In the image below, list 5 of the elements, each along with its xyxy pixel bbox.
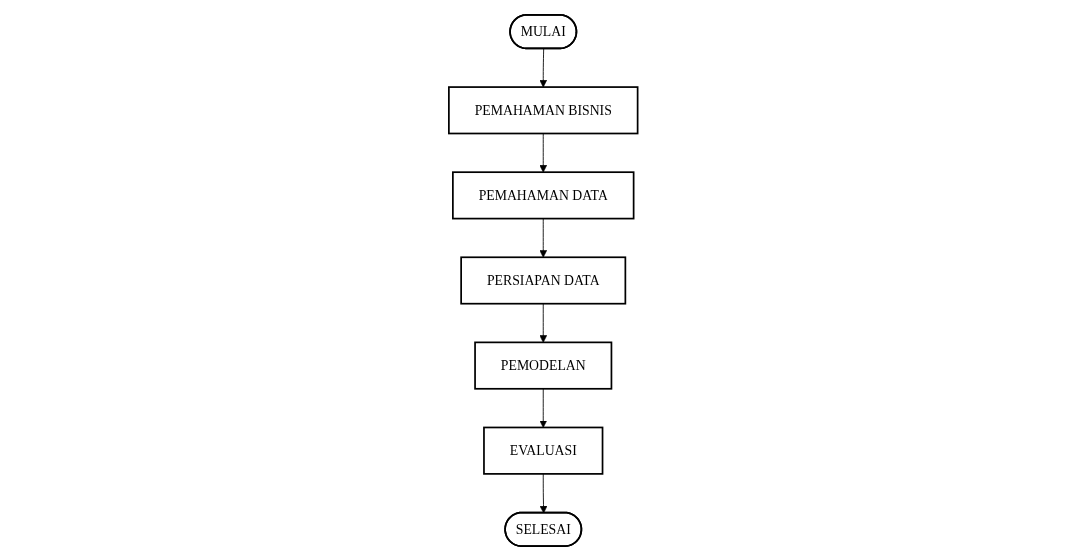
node-box: PEMAHAMAN DATA <box>452 170 635 219</box>
node-box: PEMAHAMAN BISNIS <box>448 85 639 134</box>
node-box: PEMODELAN <box>474 341 613 390</box>
node-box: EVALUASI <box>483 426 604 475</box>
node-box: PERSIAPAN DATA <box>460 255 627 305</box>
